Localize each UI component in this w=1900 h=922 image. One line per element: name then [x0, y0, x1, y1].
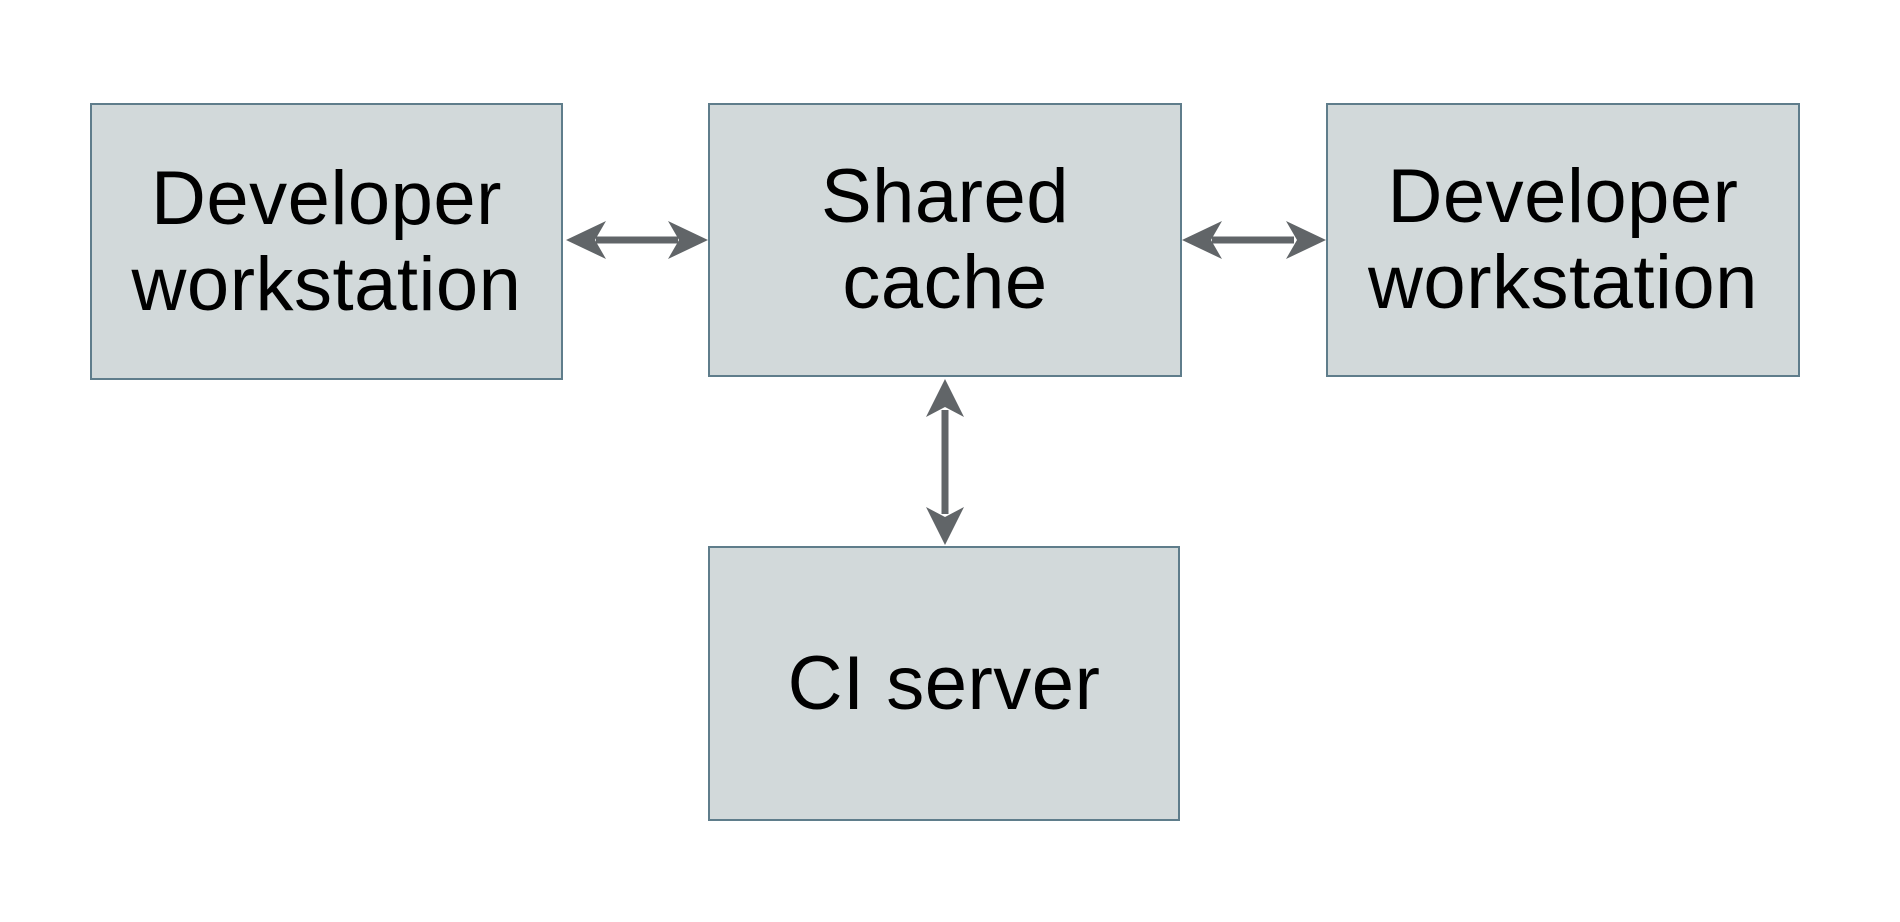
node-developer-workstation-left: Developer workstation: [90, 103, 563, 380]
node-ci-server-label: CI server: [787, 640, 1101, 726]
node-ci-server: CI server: [708, 546, 1180, 821]
double-arrow-left-icon: [566, 221, 708, 259]
node-shared-cache-label: Shared cache: [820, 154, 1070, 325]
node-developer-workstation-right: Developer workstation: [1326, 103, 1800, 377]
node-developer-workstation-left-label: Developer workstation: [131, 155, 522, 327]
double-arrow-right-icon: [1182, 221, 1326, 259]
node-shared-cache: Shared cache: [708, 103, 1182, 377]
node-developer-workstation-right-label: Developer workstation: [1368, 154, 1758, 325]
double-arrow-vertical-icon: [926, 379, 964, 545]
